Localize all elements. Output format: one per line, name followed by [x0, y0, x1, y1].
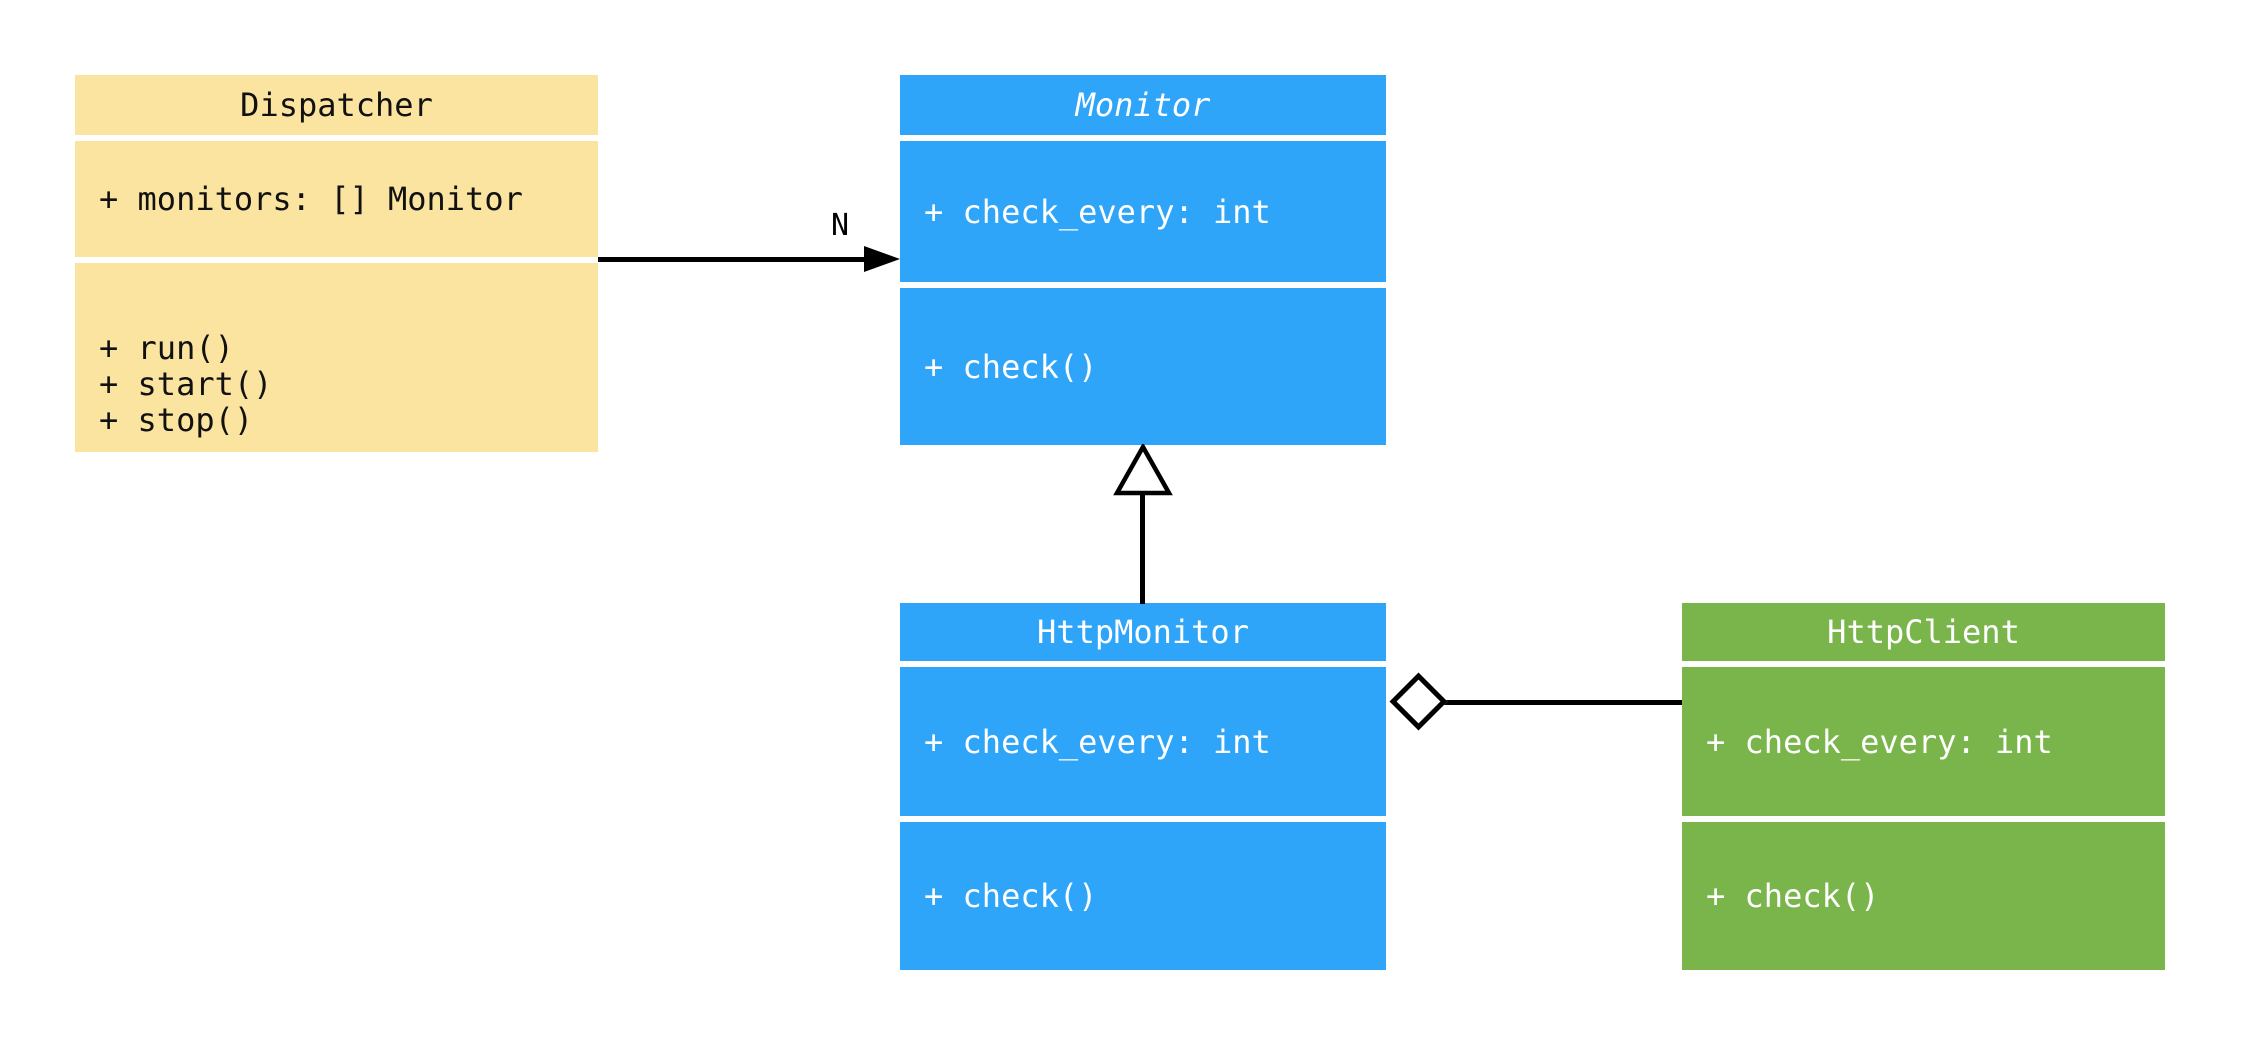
method-line: + check(): [924, 877, 1098, 915]
class-box-httpclient: HttpClient + check_every: int + check(): [1682, 603, 2165, 970]
class-title: HttpMonitor: [900, 603, 1386, 661]
attribute-line: + check_every: int: [1706, 722, 2053, 761]
aggregation-diamond-icon: [1389, 672, 1448, 731]
class-title: HttpClient: [1682, 603, 2165, 661]
method-line: + run(): [99, 328, 234, 367]
attribute-line: + check_every: int: [924, 722, 1271, 761]
association-arrowhead-icon: [864, 246, 900, 272]
class-title: Dispatcher: [75, 75, 598, 135]
class-box-dispatcher: Dispatcher + monitors: [] Monitor + run(…: [75, 75, 598, 452]
method-line: + check(): [924, 347, 1098, 386]
attribute-line: + check_every: int: [924, 192, 1271, 231]
class-methods-section: + check(): [900, 288, 1386, 445]
class-methods-section: + check(): [900, 822, 1386, 970]
association-edge-dispatcher-monitor: [598, 257, 866, 262]
class-attributes-section: + check_every: int: [900, 141, 1386, 282]
method-line: + start(): [99, 364, 273, 403]
method-line: + stop(): [99, 400, 254, 439]
class-attributes-section: + check_every: int: [900, 667, 1386, 816]
class-attributes-section: + check_every: int: [1682, 667, 2165, 816]
class-attributes-section: + monitors: [] Monitor: [75, 141, 598, 257]
attribute-line: + monitors: [] Monitor: [99, 180, 523, 218]
class-methods-section: + run() + start() + stop(): [75, 263, 598, 452]
generalization-triangle-icon: [1113, 444, 1173, 496]
multiplicity-label: N: [830, 208, 850, 243]
class-title: Monitor: [900, 75, 1386, 135]
class-methods-section: + check(): [1682, 822, 2165, 970]
class-box-monitor: Monitor + check_every: int + check(): [900, 75, 1386, 445]
generalization-edge-httpmonitor-monitor: [1140, 494, 1145, 604]
method-line: + check(): [1706, 877, 1880, 915]
class-box-httpmonitor: HttpMonitor + check_every: int + check(): [900, 603, 1386, 970]
aggregation-edge-httpmonitor-httpclient: [1444, 700, 1682, 705]
